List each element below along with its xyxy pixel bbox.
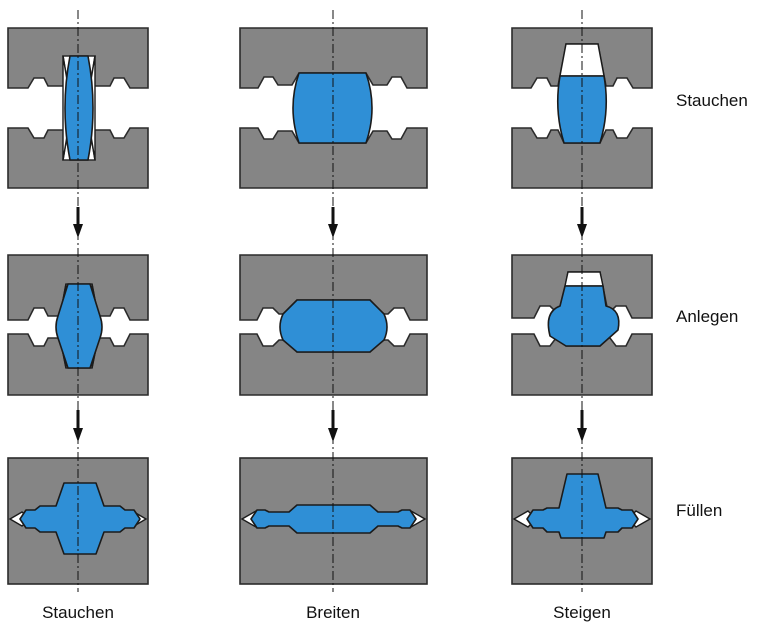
blank-workpiece (556, 75, 608, 144)
row-label-anlegen: Anlegen (676, 307, 738, 326)
blank-workpiece (19, 482, 141, 555)
column-label-steigen: Steigen (553, 603, 611, 622)
blank-workpiece (279, 299, 388, 353)
down-arrow-icon (73, 207, 83, 238)
col2-row2-stage (239, 254, 428, 396)
blank-workpiece (64, 55, 94, 161)
blank-workpiece (55, 283, 103, 369)
down-arrow-icon (577, 207, 587, 238)
col1-row1-stage (7, 27, 149, 189)
down-arrow-icon (328, 410, 338, 442)
blank-workpiece (547, 285, 620, 347)
down-arrow-icon (73, 410, 83, 442)
blank-workpiece (250, 504, 417, 534)
down-arrow-icon (328, 207, 338, 238)
col1-row2-stage (7, 254, 149, 396)
column-label-stauchen: Stauchen (42, 603, 114, 622)
row-label-stauchen: Stauchen (676, 91, 748, 110)
row-label-fuellen: Füllen (676, 501, 722, 520)
down-arrow-icon (577, 410, 587, 442)
upper-cavity (564, 271, 604, 287)
col3-row2-stage (511, 254, 653, 396)
column-label-breiten: Breiten (306, 603, 360, 622)
